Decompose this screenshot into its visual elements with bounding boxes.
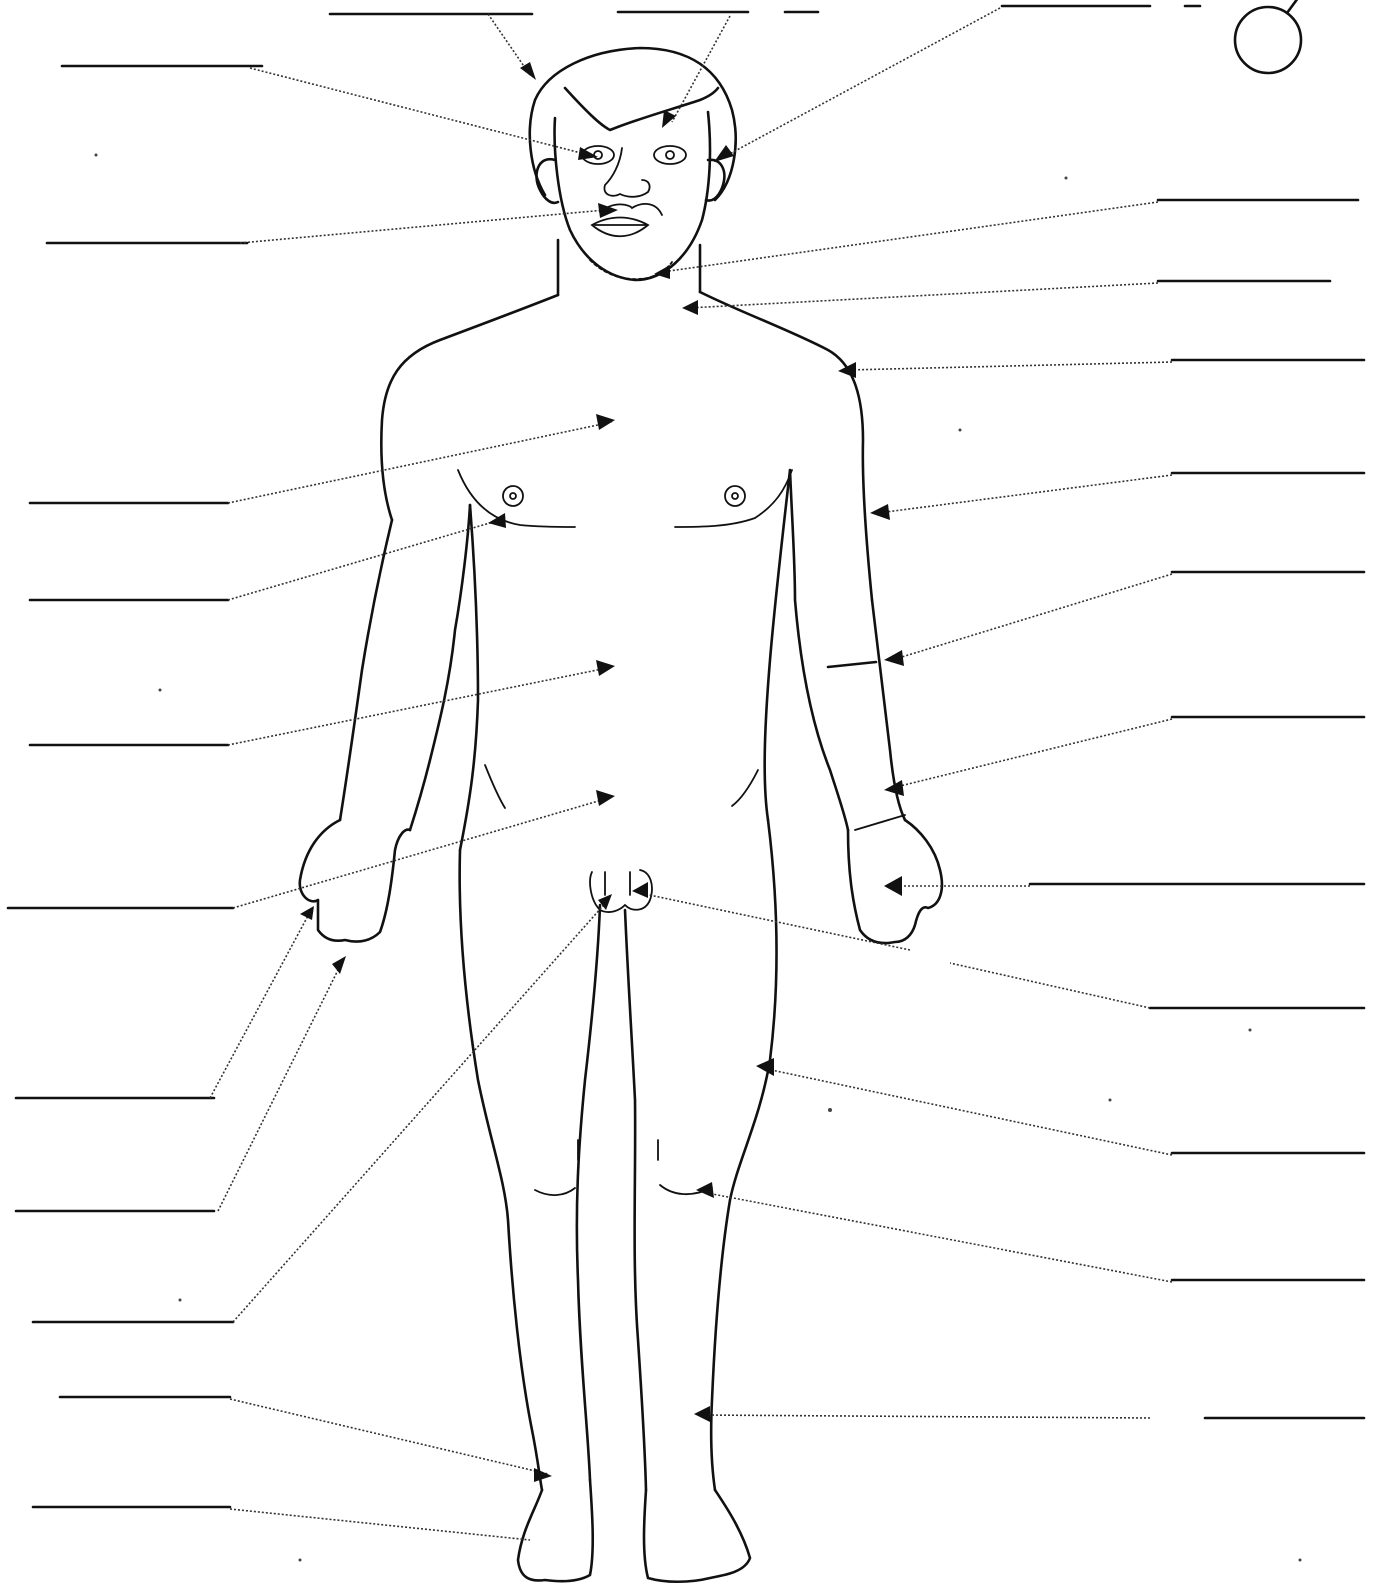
leader-navel <box>233 797 612 908</box>
leader-arm <box>878 475 1172 513</box>
leader-knee <box>702 1192 1172 1282</box>
leader-groin <box>233 898 610 1322</box>
leader-thigh <box>762 1068 1172 1155</box>
leader-eye <box>250 68 585 154</box>
leader-nose <box>240 210 605 243</box>
leader-neck <box>688 283 1158 308</box>
torso-right <box>765 470 790 820</box>
male-body-figure <box>300 48 942 1582</box>
right-leg-inner <box>625 910 646 1490</box>
mouth <box>592 218 648 237</box>
leader-ankle <box>230 1399 548 1474</box>
left-foot <box>518 1480 593 1581</box>
left-hip-crease <box>485 765 505 808</box>
left-pectoral <box>458 470 575 527</box>
leader-nipple <box>228 520 500 600</box>
left-shoulder <box>381 295 558 520</box>
left-knee <box>535 1188 575 1195</box>
arrowheads <box>300 62 904 1482</box>
right-leg-outer <box>711 820 776 1490</box>
head-outline <box>530 48 736 200</box>
scan-specks <box>95 154 1302 1562</box>
right-eye <box>654 146 686 164</box>
beard <box>590 260 672 279</box>
right-wrist-band <box>855 815 905 830</box>
leader-lines <box>210 8 1172 1540</box>
left-leg-inner <box>577 905 600 1480</box>
left-arm-inner <box>410 505 470 830</box>
leader-abdomen <box>228 667 612 745</box>
label-blank-26 <box>828 662 876 667</box>
left-leg-outer <box>460 850 542 1490</box>
leader-elbow <box>892 574 1172 660</box>
left-hand <box>300 820 410 942</box>
leader-fingers <box>218 962 342 1211</box>
right-shoulder <box>700 292 872 600</box>
right-hip-crease <box>732 770 758 806</box>
left-nipple-icon <box>503 486 523 506</box>
leader-wrist <box>892 719 1172 788</box>
leader-thumb <box>210 912 310 1098</box>
leader-ear <box>722 8 1000 158</box>
leader-genital-a <box>950 963 1150 1008</box>
torso-left <box>460 505 478 850</box>
hairline <box>565 88 718 130</box>
right-nipple-icon <box>725 486 745 506</box>
right-foot <box>644 1490 750 1582</box>
right-arm-inner <box>790 470 848 830</box>
left-ear <box>536 159 558 203</box>
leader-chest <box>228 422 612 503</box>
label-blanks <box>8 6 1364 1507</box>
male-symbol-icon <box>1235 0 1301 73</box>
leader-chin <box>662 202 1158 272</box>
nose <box>604 148 649 197</box>
leader-leg <box>698 1415 1150 1418</box>
leader-foot <box>230 1509 530 1540</box>
leader-shoulder <box>848 362 1172 370</box>
